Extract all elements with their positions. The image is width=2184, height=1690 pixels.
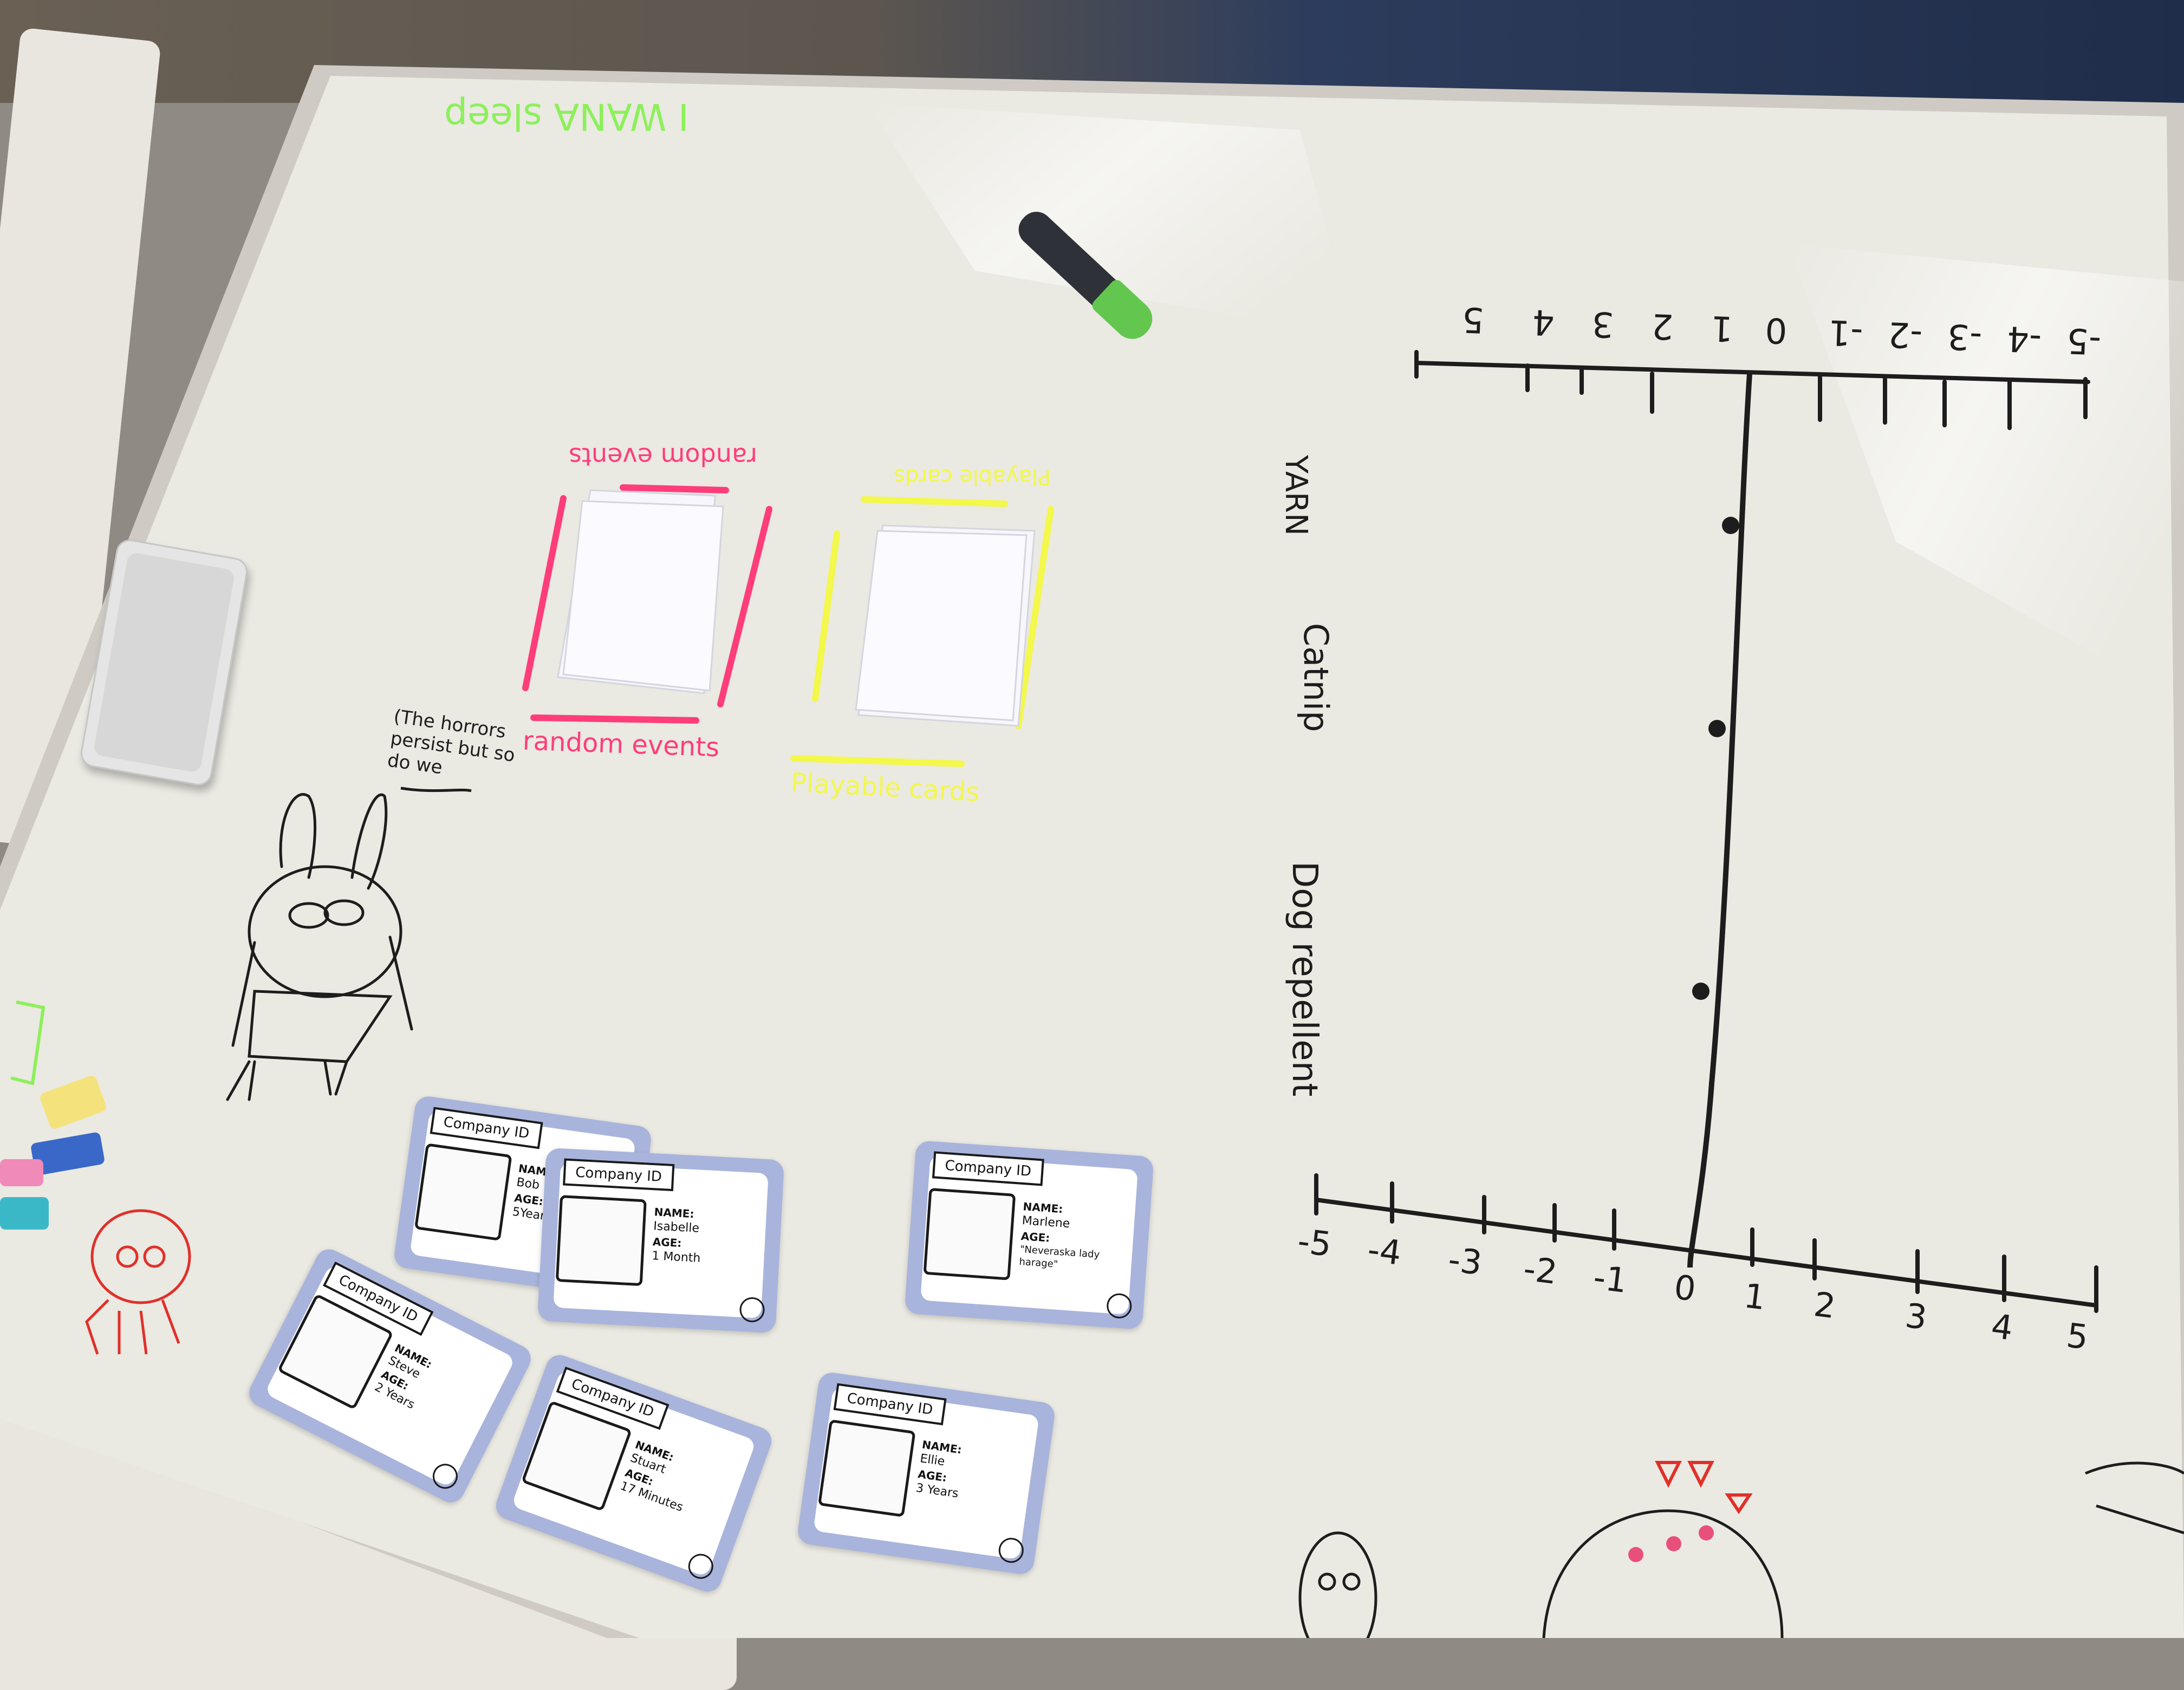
age-key: AGE: <box>652 1234 682 1250</box>
card-fields: NAME: Isabelle AGE: 1 Month <box>652 1205 704 1266</box>
bottom-tick-label: -4 <box>1365 1229 1404 1273</box>
playable-cards-label-top: Playable cards <box>894 464 1051 489</box>
item-label-yarn: YARN <box>1278 455 1314 536</box>
board-title: I WANA sleep <box>444 95 689 138</box>
top-tick-label: 4 <box>1531 301 1555 342</box>
speech-tail <box>400 786 472 792</box>
bottom-tick-label: -5 <box>1295 1221 1334 1265</box>
age-value: 1 Month <box>651 1249 701 1265</box>
cat-portrait <box>555 1195 647 1286</box>
random-events-deck <box>557 489 724 694</box>
bottom-doodles <box>1298 1461 2184 1638</box>
point-catnip <box>1708 720 1726 737</box>
bottom-tick-label: 3 <box>1903 1295 1929 1338</box>
card-fields: NAME: Ellie AGE: 3 Years <box>915 1438 965 1502</box>
top-tick-label: -1 <box>1828 311 1864 353</box>
top-tick-label: -2 <box>1887 314 1923 355</box>
bottom-tick-label: 1 <box>1741 1276 1768 1318</box>
bottom-tick-label: -2 <box>1521 1249 1559 1292</box>
random-events-frame <box>522 484 772 724</box>
item-label-catnip: Catnip <box>1296 623 1336 732</box>
cat-portrait <box>414 1143 512 1241</box>
bottom-tick-label: 0 <box>1672 1267 1698 1309</box>
point-yarn <box>1722 517 1739 534</box>
top-tick-label: 5 <box>1461 298 1485 340</box>
pink-flowers <box>1628 1525 1714 1562</box>
binder-clip-icon[interactable] <box>0 1197 49 1230</box>
cat-portrait <box>817 1419 916 1517</box>
card-title: Company ID <box>563 1158 675 1192</box>
playable-cards-deck <box>855 524 1036 727</box>
id-card-ellie[interactable]: Company ID NAME: Ellie AGE: 3 Years <box>796 1370 1057 1576</box>
point-dog-repellent <box>1692 983 1709 1000</box>
red-triangles <box>1655 1461 1753 1514</box>
character-sketch <box>226 793 413 1101</box>
top-tick-label: 0 <box>1764 309 1788 350</box>
top-tick-label: 3 <box>1591 303 1615 344</box>
playable-cards-frame <box>790 496 1054 767</box>
binder-clip-icon[interactable] <box>0 1159 43 1186</box>
top-tick-label: 2 <box>1650 306 1674 347</box>
id-card-isabelle[interactable]: Company ID NAME: Isabelle AGE: 1 Month <box>537 1147 785 1334</box>
bottom-tick-label: 4 <box>1989 1306 2016 1348</box>
item-label-dog-repellent: Dog repellent <box>1284 861 1324 1097</box>
bottom-tick-label: 5 <box>2064 1315 2091 1357</box>
top-tick-label: -3 <box>1947 316 1983 358</box>
top-axis <box>1414 350 2090 430</box>
green-doodle <box>10 1000 46 1086</box>
bottom-tick-label: 2 <box>1811 1284 1838 1327</box>
random-events-label-bottom: random events <box>522 725 720 763</box>
red-doodle <box>85 1209 191 1355</box>
id-card-marlene[interactable]: Company ID NAME: Marlene AGE: "Neveraska… <box>904 1140 1154 1330</box>
bottom-axis <box>1314 1173 2098 1313</box>
vertical-axis <box>1687 373 1752 1268</box>
random-events-label-top: random events <box>569 442 758 471</box>
card-fields: NAME: Marlene AGE: "Neveraska lady harag… <box>1019 1199 1132 1276</box>
top-tick-label: 1 <box>1710 307 1734 349</box>
bottom-tick-label: -1 <box>1591 1257 1629 1301</box>
cat-portrait <box>923 1187 1016 1280</box>
bottom-tick-label: -3 <box>1446 1239 1485 1283</box>
name-value: Isabelle <box>653 1219 700 1236</box>
top-tick-label: -5 <box>2065 320 2102 361</box>
top-tick-label: -4 <box>2006 317 2043 360</box>
